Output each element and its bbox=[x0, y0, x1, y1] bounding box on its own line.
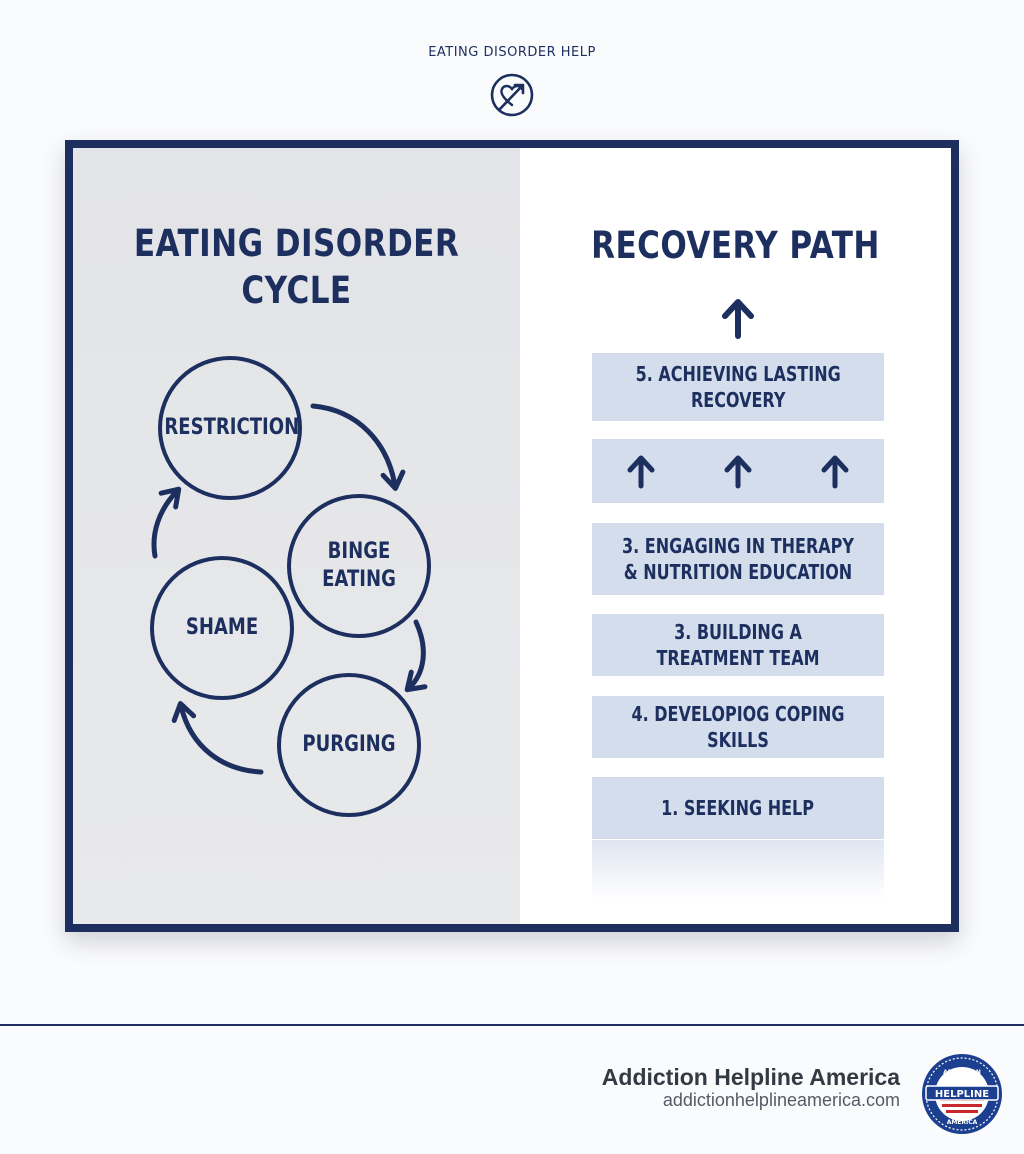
step-label: 1. SEEKING HELP bbox=[661, 796, 815, 820]
node-label-shame: SHAME bbox=[185, 615, 259, 640]
cycle-diagram bbox=[150, 356, 431, 817]
infographic-frame: EATING DISORDER CYCLE RESTRICTION BINGE … bbox=[65, 140, 959, 932]
recovery-title: RECOVERY PATH bbox=[591, 224, 880, 267]
fade-base bbox=[592, 840, 884, 900]
badge-text: HELPLINE bbox=[935, 1089, 989, 1100]
badge-top-text: ADDICTION bbox=[943, 1069, 981, 1076]
arrow-shame-to-restriction bbox=[151, 486, 182, 559]
purging-node bbox=[277, 673, 421, 817]
step-label: 3. ENGAGING IN THERAPY & NUTRITION EDUCA… bbox=[622, 534, 854, 584]
step-seeking-help: 1. SEEKING HELP bbox=[592, 777, 884, 839]
step-label: 5. ACHIEVING LASTING RECOVERY bbox=[635, 362, 841, 412]
step-label: 4. DEVELOPIOG COPING SKILLS bbox=[631, 702, 845, 752]
shame-node bbox=[150, 556, 294, 700]
restriction-node bbox=[158, 356, 302, 500]
node-label-binge-eating: BINGE EATING bbox=[322, 539, 396, 592]
node-label-restriction: RESTRICTION bbox=[164, 415, 300, 440]
badge-bottom-text: AMERICA bbox=[947, 1119, 978, 1126]
header-label: EATING DISORDER HELP bbox=[428, 45, 596, 60]
step-engaging-therapy: 3. ENGAGING IN THERAPY & NUTRITION EDUCA… bbox=[592, 523, 884, 595]
step-coping-skills: 4. DEVELOPIOG COPING SKILLS bbox=[592, 696, 884, 758]
arrow-restriction-to-binge bbox=[310, 403, 406, 491]
footer-divider bbox=[0, 1024, 1024, 1026]
cycle-title: EATING DISORDER CYCLE bbox=[133, 222, 460, 312]
node-label-purging: PURGING bbox=[302, 732, 396, 757]
arrow-purging-to-shame bbox=[171, 701, 264, 775]
recovery-path-panel: RECOVERY PATH 5. ACHIEVING LASTING RECOV… bbox=[520, 148, 951, 924]
up-arrow-icon bbox=[724, 455, 752, 489]
up-arrow-icon bbox=[627, 455, 655, 489]
brand-url[interactable]: addictionhelplineamerica.com bbox=[662, 1090, 900, 1110]
step-achieving-recovery: 5. ACHIEVING LASTING RECOVERY bbox=[592, 353, 884, 421]
brand-name: Addiction Helpline America bbox=[601, 1064, 900, 1090]
step-treatment-team: 3. BUILDING A TREATMENT TEAM bbox=[592, 614, 884, 676]
heart-arrow-icon bbox=[490, 73, 534, 117]
up-arrow-icon bbox=[722, 299, 754, 339]
arrow-binge-to-purging bbox=[404, 619, 428, 693]
helpline-badge-logo: HELPLINE ADDICTION AMERICA bbox=[922, 1054, 1002, 1134]
step-arrows-row bbox=[592, 439, 884, 503]
eating-disorder-cycle-panel: EATING DISORDER CYCLE RESTRICTION BINGE … bbox=[73, 148, 520, 924]
binge-eating-node bbox=[287, 494, 431, 638]
step-label: 3. BUILDING A TREATMENT TEAM bbox=[656, 620, 820, 670]
up-arrow-icon bbox=[821, 455, 849, 489]
